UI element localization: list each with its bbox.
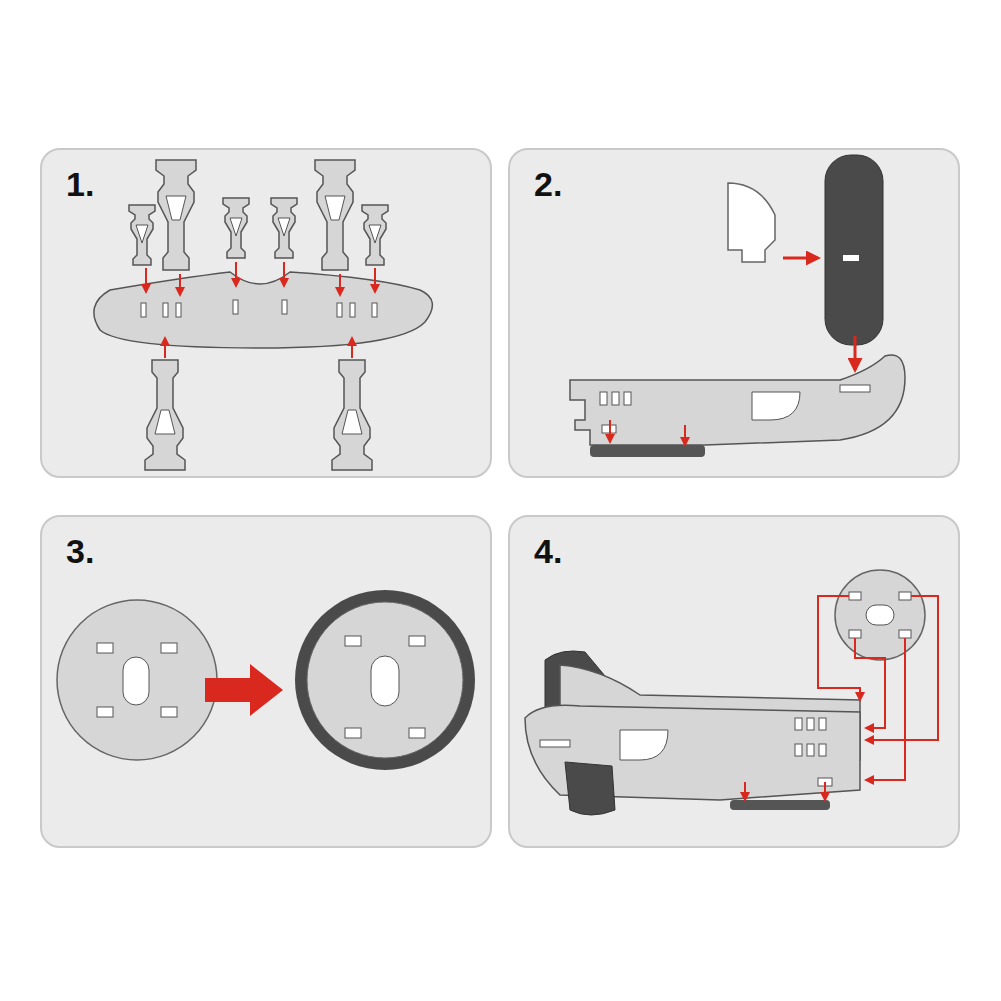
step-panel: 3.	[40, 515, 492, 848]
step-number: 2.	[534, 166, 562, 203]
step-panel: 2.	[508, 148, 960, 478]
step-panel: 1.	[40, 148, 492, 478]
step-number: 1.	[66, 166, 94, 203]
step-number: 4.	[534, 533, 562, 570]
step-number: 3.	[66, 533, 94, 570]
step-panel: 4.	[508, 515, 960, 848]
